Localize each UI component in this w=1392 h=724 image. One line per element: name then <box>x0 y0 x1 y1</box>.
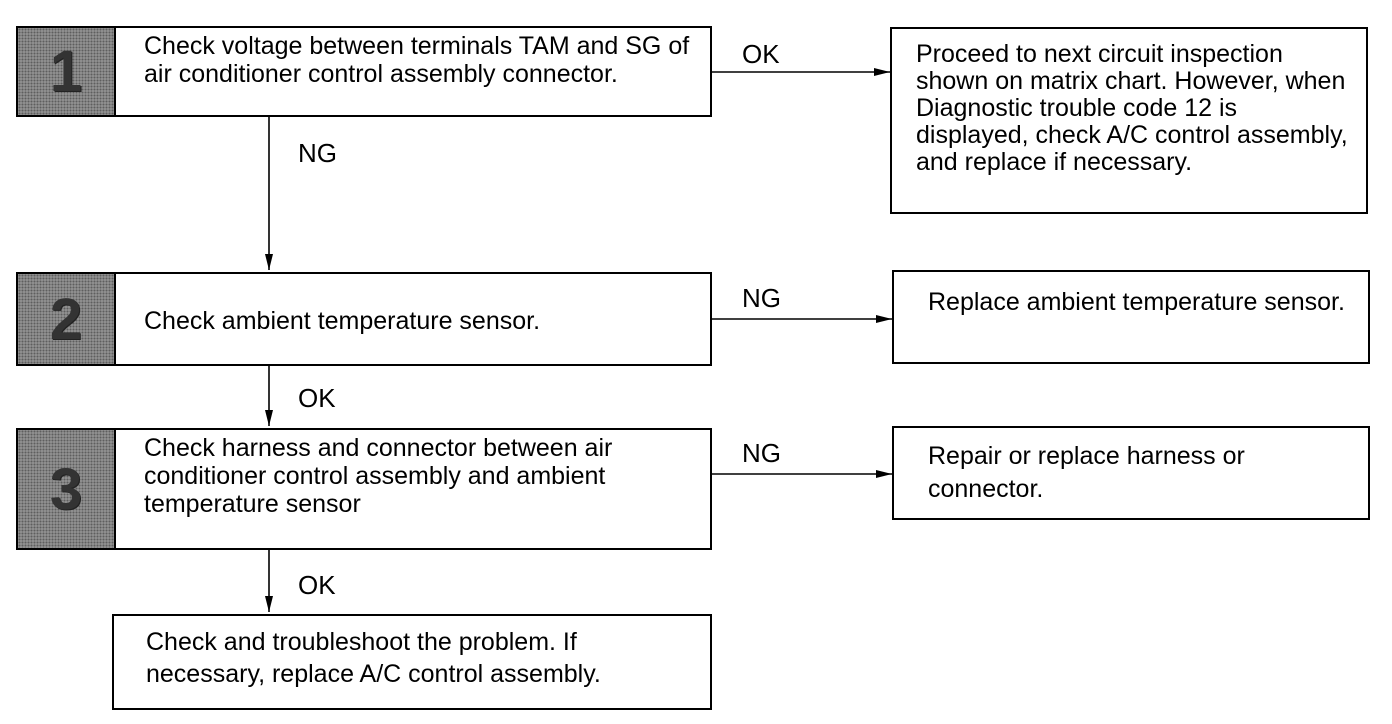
result-2-box: Replace ambient temperature sensor. <box>892 270 1370 364</box>
label-step1-ok: OK <box>742 39 780 69</box>
step-3-number: 3 <box>18 430 116 548</box>
label-step3-ng: NG <box>742 438 781 468</box>
step-1-text: Check voltage between terminals TAM and … <box>144 32 690 88</box>
label-step2-ok: OK <box>298 383 336 413</box>
label-step1-ng: NG <box>298 138 337 168</box>
result-1-box: Proceed to next circuit inspection shown… <box>890 27 1368 214</box>
result-1-text: Proceed to next circuit inspection shown… <box>916 40 1348 176</box>
step-1-number: 1 <box>18 28 116 115</box>
step-2-box: 2 Check ambient temperature sensor. <box>16 272 712 366</box>
result-3-text: Repair or replace harness or connector. <box>928 442 1245 503</box>
step-2-text: Check ambient temperature sensor. <box>144 307 541 335</box>
result-3-box: Repair or replace harness or connector. <box>892 426 1370 520</box>
final-step-box: Check and troubleshoot the problem. If n… <box>112 614 712 710</box>
result-2-text: Replace ambient temperature sensor. <box>928 288 1345 316</box>
label-step2-ng: NG <box>742 283 781 313</box>
step-3-text: Check harness and connector between air … <box>144 434 613 518</box>
step-1-box: 1 Check voltage between terminals TAM an… <box>16 26 712 117</box>
step-3-box: 3 Check harness and connector between ai… <box>16 428 712 550</box>
label-step3-ok: OK <box>298 570 336 600</box>
step-2-number: 2 <box>18 274 116 364</box>
final-step-text: Check and troubleshoot the problem. If n… <box>146 628 601 688</box>
